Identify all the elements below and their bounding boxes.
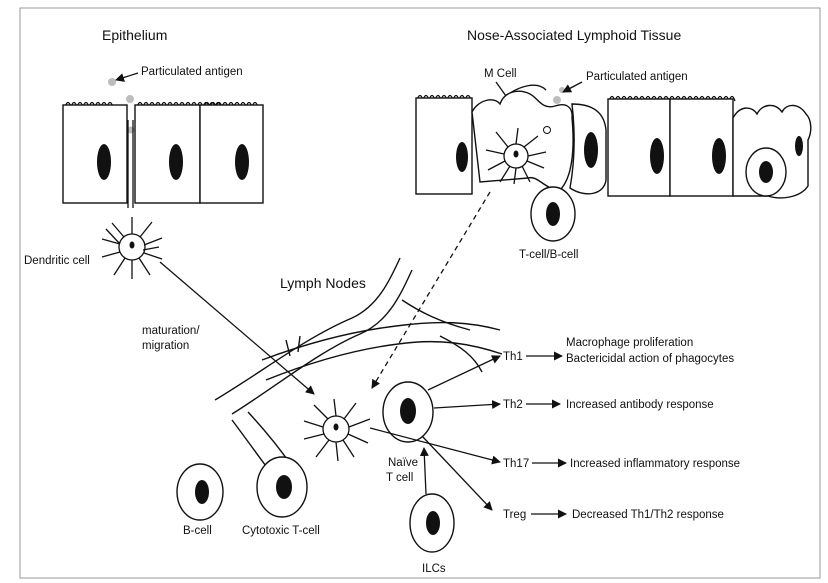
effect-th1-line1: Macrophage proliferation: [566, 337, 693, 349]
label-antigen-right: Particulated antigen: [586, 71, 688, 83]
nucleus: [169, 144, 183, 180]
nucleus: [276, 475, 292, 499]
subset-treg: Treg: [503, 509, 526, 521]
effect-treg: Decreased Th1/Th2 response: [572, 509, 724, 521]
label-maturation: maturation/: [142, 325, 200, 337]
label-cytotoxic: Cytotoxic T-cell: [242, 525, 320, 537]
nucleus: [795, 136, 803, 156]
subset-th17: Th17: [503, 458, 529, 470]
subset-th2: Th2: [503, 399, 523, 411]
heading-lymph-nodes: Lymph Nodes: [280, 275, 366, 291]
nucleus: [650, 138, 664, 174]
arrow-to-th2: [434, 404, 500, 408]
antigen-particle: [108, 78, 116, 86]
m-cell: [472, 91, 573, 190]
label-tb-cell: T-cell/B-cell: [519, 249, 578, 261]
nucleus: [584, 132, 598, 168]
nalt-tissue: Particulated antigen M Cell T-cell/B-cel…: [416, 68, 811, 261]
dendritic-cell-lymph-node: [304, 399, 370, 461]
effect-th1-line2: Bactericidal action of phagocytes: [566, 353, 734, 365]
nucleus: [195, 480, 209, 504]
dendritic-cell-left: [102, 217, 162, 279]
lymph-vessels: [215, 258, 502, 484]
antigen-pointer-arrow: [116, 73, 138, 80]
heading-nalt: Nose-Associated Lymphoid Tissue: [467, 27, 681, 43]
label-antigen-left: Particulated antigen: [141, 66, 243, 78]
nucleus: [456, 142, 468, 172]
nucleus: [400, 398, 416, 424]
epithelial-cell: [135, 105, 200, 203]
antigen-particle: [553, 96, 561, 104]
label-m-cell: M Cell: [484, 68, 517, 80]
heading-epithelium: Epithelium: [102, 27, 167, 43]
label-b-cell: B-cell: [183, 525, 212, 537]
nucleus: [546, 202, 560, 226]
label-naive: Naïve: [388, 457, 418, 469]
m-cell-pointer: [496, 82, 506, 96]
subset-th1: Th1: [503, 351, 523, 363]
effect-th17: Increased inflammatory response: [570, 458, 740, 470]
label-t-cell: T cell: [386, 472, 413, 484]
label-ilcs: ILCs: [422, 563, 446, 575]
nucleus: [759, 161, 773, 183]
ilc-arrow: [424, 448, 426, 494]
nucleus: [235, 144, 249, 180]
epithelial-cell: [200, 105, 263, 203]
label-dendritic-cell: Dendritic cell: [24, 255, 90, 267]
antigen-particle: [544, 127, 551, 134]
arrow-to-th1: [428, 356, 500, 390]
label-migration: migration: [142, 340, 189, 352]
figure-frame: [20, 8, 820, 578]
epithelium-left: Particulated antigen: [63, 66, 263, 208]
antigen-pointer-arrow: [563, 82, 582, 92]
antigen-particle: [126, 95, 134, 103]
nucleus: [97, 144, 111, 180]
effect-th2: Increased antibody response: [566, 399, 714, 411]
nucleus: [426, 511, 440, 535]
epithelial-cell: [63, 105, 127, 203]
nucleus: [712, 138, 726, 174]
